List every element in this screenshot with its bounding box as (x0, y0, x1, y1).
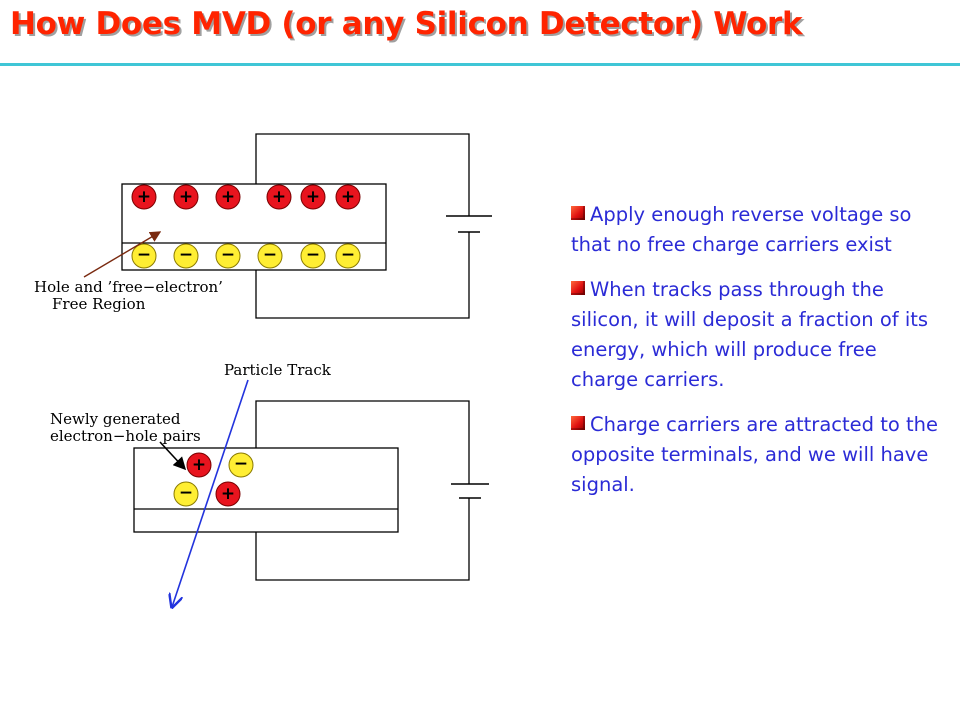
particle-track-label: Particle Track (224, 361, 332, 379)
bullet-text: Apply enough reverse voltage so that no … (571, 203, 912, 256)
slide-title: How Does MVD (or any Silicon Detector) W… (10, 6, 803, 42)
pairs-pointer-arrow (159, 441, 187, 471)
top-circuit-wires (255, 133, 470, 319)
square-bullet-icon (571, 206, 585, 220)
svg-text:+: + (221, 187, 235, 207)
bullet-item: When tracks pass through the silicon, it… (571, 275, 941, 395)
svg-text:+: + (137, 187, 151, 207)
svg-text:+: + (221, 484, 235, 504)
free-region-arrow (83, 231, 162, 278)
electron-charge: − (131, 243, 157, 269)
svg-text:+: + (306, 187, 320, 207)
svg-text:−: − (263, 245, 277, 265)
electron-charge: − (215, 243, 241, 269)
electron-charge: − (173, 481, 199, 507)
hole-charge: + (215, 481, 241, 507)
svg-text:−: − (341, 245, 355, 265)
bullet-text: Charge carriers are attracted to the opp… (571, 413, 938, 496)
electron-charge: − (300, 243, 326, 269)
hole-charge: + (186, 452, 212, 478)
battery-icon (451, 483, 489, 499)
free-region-label-line2: Free Region (52, 295, 146, 313)
svg-text:+: + (341, 187, 355, 207)
svg-text:−: − (234, 454, 248, 474)
bullet-item: Charge carriers are attracted to the opp… (571, 410, 941, 500)
free-region-label-line1: Hole and ’free−electron’ (34, 278, 223, 296)
title-divider (0, 63, 960, 66)
svg-text:+: + (192, 455, 206, 475)
hole-charge: + (131, 184, 157, 210)
bullet-item: Apply enough reverse voltage so that no … (571, 200, 941, 260)
generated-pairs: + − − + (173, 452, 254, 507)
bottom-silicon-slab (133, 447, 399, 533)
pairs-label-line1: Newly generated (50, 410, 181, 428)
hole-charge: + (266, 184, 292, 210)
electron-charge: − (173, 243, 199, 269)
svg-text:−: − (179, 483, 193, 503)
square-bullet-icon (571, 281, 585, 295)
pairs-label-line2: electron−hole pairs (50, 427, 201, 445)
bottom-detector: + − − + Particle Track Newly generated e… (50, 361, 489, 607)
hole-charge: + (173, 184, 199, 210)
top-electrons-row: − − − − − − (131, 243, 361, 269)
bullet-text: When tracks pass through the silicon, it… (571, 278, 929, 391)
svg-text:−: − (179, 245, 193, 265)
hole-charge: + (215, 184, 241, 210)
square-bullet-icon (571, 416, 585, 430)
bullet-list: Apply enough reverse voltage so that no … (571, 200, 941, 515)
svg-text:−: − (137, 245, 151, 265)
svg-text:−: − (221, 245, 235, 265)
svg-text:−: − (306, 245, 320, 265)
electron-charge: − (257, 243, 283, 269)
svg-text:+: + (179, 187, 193, 207)
hole-charge: + (300, 184, 326, 210)
electron-charge: − (335, 243, 361, 269)
particle-track-arrow (172, 379, 249, 607)
top-detector: + + + + + + − − − − − − Hole and ’free−e… (34, 133, 492, 319)
bottom-circuit-wires (255, 400, 470, 581)
svg-text:+: + (272, 187, 286, 207)
electron-charge: − (228, 452, 254, 478)
hole-charge: + (335, 184, 361, 210)
battery-icon (446, 215, 492, 233)
top-holes-row: + + + + + + (131, 184, 361, 210)
